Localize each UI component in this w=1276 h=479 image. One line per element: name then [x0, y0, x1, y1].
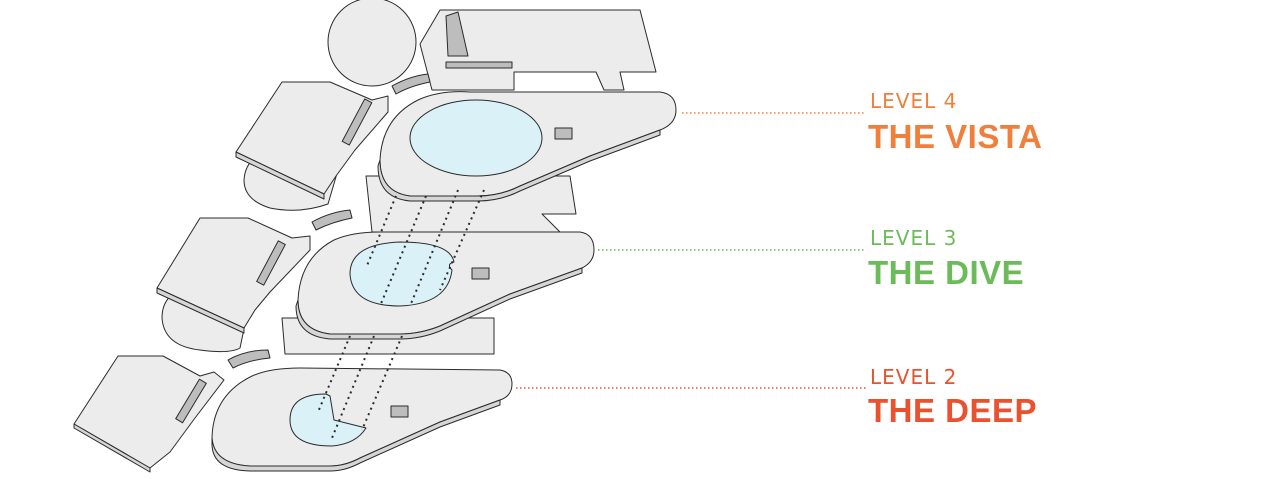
level-2-label: LEVEL 2 — [870, 365, 957, 389]
level-4-floor-plate — [235, 0, 677, 211]
level-4-name: THE VISTA — [868, 118, 1042, 155]
level-3-label: LEVEL 3 — [870, 226, 957, 250]
level-2-name: THE DEEP — [868, 392, 1037, 429]
vertical-connector-lines — [317, 189, 485, 439]
level-2-floor-plate — [73, 317, 513, 473]
level-4-label: LEVEL 4 — [870, 89, 957, 113]
level-3-name: THE DIVE — [868, 254, 1024, 291]
level-3-floor-plate — [156, 175, 595, 353]
